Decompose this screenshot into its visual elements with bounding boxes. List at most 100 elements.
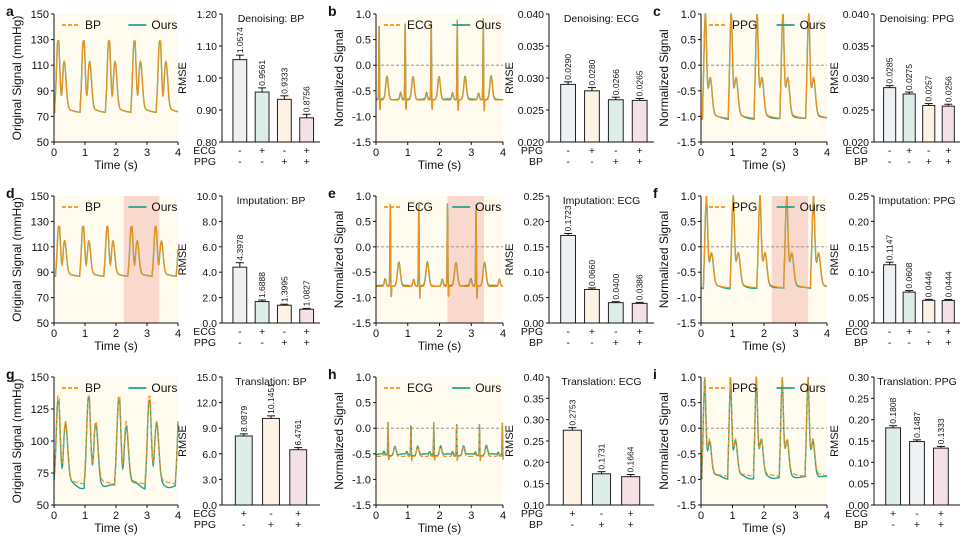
x-tick-label: 0	[373, 328, 379, 340]
y-axis-label: RMSE	[177, 425, 189, 457]
legend-input-label: BP	[85, 381, 101, 395]
y-axis-label: Normalized Signal	[332, 29, 346, 126]
x-tick-label: 2	[761, 328, 767, 340]
y-tick-label: -1.0	[352, 474, 371, 486]
bar-value-label: 0.0257	[924, 75, 934, 101]
bar-value-label: 8.0879	[239, 406, 249, 432]
y-tick-label: 0.25	[524, 436, 545, 448]
y-tick-label: 0.00	[849, 318, 870, 330]
condition-mark: +	[906, 326, 912, 338]
bar	[941, 105, 955, 143]
condition-name: BP	[854, 156, 868, 168]
bar-chart-title: Denoising: PPG	[880, 13, 955, 25]
condition-mark: +	[259, 145, 265, 157]
bar	[276, 304, 292, 324]
bar	[584, 90, 600, 143]
y-tick-label: 0.20	[849, 415, 870, 427]
y-tick-label: 0.5	[681, 216, 696, 228]
bar	[607, 99, 624, 143]
x-tick-label: 1	[82, 510, 88, 522]
y-tick-label: 130	[31, 216, 49, 228]
y-tick-label: -1.5	[677, 137, 696, 149]
condition-mark: +	[938, 508, 944, 520]
bar-value-label: 0.1333	[936, 418, 946, 444]
condition-mark: +	[637, 156, 643, 168]
bar	[232, 59, 248, 143]
y-tick-label: 0.40	[524, 372, 545, 384]
series-input-line	[701, 12, 828, 119]
condition-name: PPG	[194, 519, 216, 531]
y-tick-label: 0.35	[524, 393, 545, 405]
y-tick-label: 0.040	[518, 9, 544, 21]
condition-mark: -	[283, 326, 287, 338]
legend-ours-label: Ours	[800, 18, 826, 32]
y-tick-label: 50	[37, 318, 49, 330]
series-input-line	[376, 204, 503, 299]
bar	[922, 105, 936, 143]
y-tick-label: 4.0	[202, 267, 217, 279]
x-axis-label: Time (s)	[94, 339, 138, 353]
x-axis-label: Time (s)	[742, 158, 786, 172]
bar-chart-d: Imputation: BP4.3978--1.6888+-1.3995-+1.…	[177, 191, 320, 349]
y-tick-label: 0.025	[843, 105, 869, 117]
y-tick-label: 90	[37, 267, 49, 279]
y-tick-label: 0.0	[202, 500, 217, 512]
condition-mark: +	[628, 508, 634, 520]
condition-mark: +	[613, 337, 619, 349]
x-tick-label: 4	[824, 328, 830, 340]
condition-mark: -	[614, 145, 618, 157]
y-tick-label: -1.5	[677, 318, 696, 330]
condition-mark: -	[566, 326, 570, 338]
x-tick-label: 4	[175, 147, 181, 159]
bar	[631, 99, 648, 143]
series-input-line	[54, 225, 179, 277]
y-tick-label: 0.5	[356, 35, 371, 47]
y-tick-label: 150	[31, 372, 49, 384]
x-axis-label: Time (s)	[94, 521, 138, 535]
condition-mark: +	[637, 326, 643, 338]
legend-input-label: BP	[85, 200, 101, 214]
y-tick-label: 0.30	[524, 415, 545, 427]
x-tick-label: 1	[405, 510, 411, 522]
condition-name: BP	[529, 519, 543, 531]
y-tick-label: 0.035	[843, 41, 869, 53]
x-tick-label: 0	[698, 328, 704, 340]
x-axis-label: Time (s)	[742, 521, 786, 535]
condition-mark: +	[268, 519, 274, 531]
y-tick-label: 50	[37, 137, 49, 149]
bar-value-label: 0.1731	[597, 443, 607, 469]
x-tick-label: 3	[792, 147, 798, 159]
condition-mark: +	[241, 508, 247, 520]
y-tick-label: -0.5	[352, 86, 371, 98]
condition-mark: -	[238, 337, 242, 349]
y-tick-label: 110	[31, 60, 49, 72]
y-tick-label: 0.25	[849, 393, 870, 405]
bar	[621, 476, 641, 506]
y-tick-label: -1.0	[677, 293, 696, 305]
bar-value-label: 6.4761	[293, 419, 303, 445]
panel-letter: c	[653, 3, 661, 19]
bar-value-label: 1.0574	[235, 27, 245, 53]
y-tick-label: -0.5	[352, 267, 371, 279]
x-axis-label: Time (s)	[418, 339, 462, 353]
y-tick-label: 0.20	[849, 216, 870, 228]
bar	[234, 435, 253, 506]
bar-chart-c: Denoising: PPG0.0285--0.0275+-0.0257-+0.…	[829, 9, 960, 168]
y-axis-label: Normalized Signal	[332, 392, 346, 489]
condition-mark: +	[304, 145, 310, 157]
bar-value-label: 0.2753	[567, 399, 577, 425]
condition-mark: -	[600, 508, 604, 520]
x-tick-label: 4	[500, 510, 506, 522]
y-tick-label: 0.15	[849, 436, 870, 448]
bar	[941, 299, 955, 324]
x-tick-label: 0	[51, 147, 57, 159]
bar-value-label: 1.3995	[279, 276, 289, 302]
x-tick-label: 3	[792, 328, 798, 340]
legend-input-label: BP	[85, 18, 101, 32]
legend-input-label: PPG	[732, 381, 757, 395]
bar-value-label: 0.0290	[563, 54, 573, 80]
condition-mark: +	[281, 337, 287, 349]
